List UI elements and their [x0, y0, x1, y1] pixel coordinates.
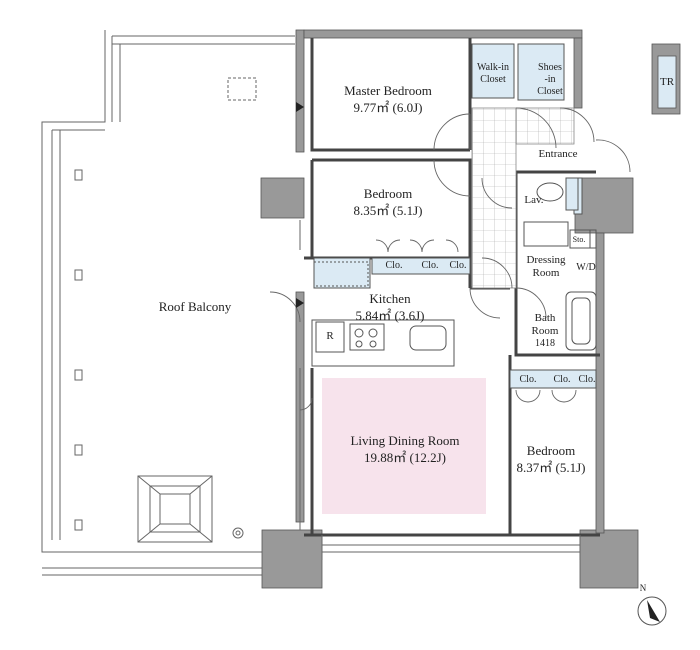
lav-label: Lav.: [516, 194, 552, 207]
roof-balcony-label: Roof Balcony: [140, 298, 250, 315]
storage-label: Sto.: [572, 235, 586, 244]
dressing-room-line1: Dressing: [526, 254, 566, 266]
entrance-floor-tiles: [471, 107, 517, 289]
bath-room-label: Bath Room 1418: [520, 312, 570, 350]
bedroom-1-name: Bedroom: [363, 186, 413, 201]
master-bedroom-name: Master Bedroom: [344, 83, 432, 98]
compass-icon: [637, 596, 667, 626]
entrance-floor-tiles-2: [515, 107, 575, 145]
marker-triangles: [296, 102, 304, 308]
doors: [269, 107, 631, 411]
kitchen-area: 5.84㎡ (3.6J): [355, 308, 425, 323]
shoes-in-closet-line1: Shoes: [538, 62, 562, 73]
clo-label-6: Clo.: [578, 374, 596, 385]
structural-walls: [260, 29, 639, 589]
lav-bath-fixtures: [523, 177, 597, 351]
living-dining-highlight: [322, 378, 486, 514]
clo-label-3: Clo.: [449, 260, 467, 271]
walk-in-closet-line1: Walk-in: [477, 62, 509, 73]
bedroom-1-label: Bedroom 8.35㎡ (5.1J): [328, 185, 448, 219]
kitchen-label: Kitchen 5.84㎡ (3.6J): [335, 290, 445, 324]
dressing-room-line2: Room: [532, 267, 560, 279]
compass-label: N: [639, 583, 647, 593]
kitchen-fixtures: [311, 261, 455, 367]
balcony-vent-hood: [137, 475, 213, 543]
clo-label-5: Clo.: [553, 374, 571, 385]
dressing-room-label: Dressing Room: [516, 254, 576, 280]
entrance-label: Entrance: [526, 148, 590, 161]
roof-balcony-name: Roof Balcony: [158, 299, 232, 314]
bedroom-2-label: Bedroom 8.37㎡ (5.1J): [496, 442, 606, 476]
kitchen-name: Kitchen: [369, 291, 411, 306]
living-dining-label: Living Dining Room 19.88㎡ (12.2J): [330, 432, 480, 466]
master-bedroom-label: Master Bedroom 9.77㎡ (6.0J): [328, 82, 448, 116]
bath-room-size: 1418: [535, 338, 555, 349]
refrigerator-label: R: [326, 330, 334, 342]
trunk-room: [651, 43, 681, 115]
shoes-in-closet-line2: -in: [544, 74, 556, 85]
living-dining-name: Living Dining Room: [350, 433, 460, 448]
windows: [299, 368, 581, 560]
entrance-name: Entrance: [538, 148, 578, 160]
living-dining-area: 19.88㎡ (12.2J): [364, 450, 446, 465]
clo-label-4: Clo.: [519, 374, 537, 385]
bedroom-1-area: 8.35㎡ (5.1J): [353, 203, 423, 218]
roof-balcony-area: [41, 30, 301, 576]
bedroom-2-area: 8.37㎡ (5.1J): [516, 460, 586, 475]
shoes-in-closet-label: Shoes -in Closet: [528, 62, 572, 98]
master-bedroom-area: 9.77㎡ (6.0J): [353, 100, 423, 115]
lav-name: Lav.: [524, 194, 544, 206]
bedroom-2-name: Bedroom: [526, 443, 576, 458]
clo-label-2: Clo.: [421, 260, 439, 271]
bath-room-line1: Bath: [534, 312, 556, 324]
trunk-room-label: TR: [659, 76, 675, 88]
refrigerator-box: [315, 321, 345, 353]
walk-in-closet-label: Walk-in Closet: [472, 62, 514, 86]
washer-dryer-label: W/D: [576, 262, 596, 273]
shoes-in-closet-line3: Closet: [537, 86, 563, 97]
clo-label-1: Clo.: [385, 260, 403, 271]
bath-room-line2: Room: [531, 325, 559, 337]
walk-in-closet-line2: Closet: [480, 74, 506, 85]
